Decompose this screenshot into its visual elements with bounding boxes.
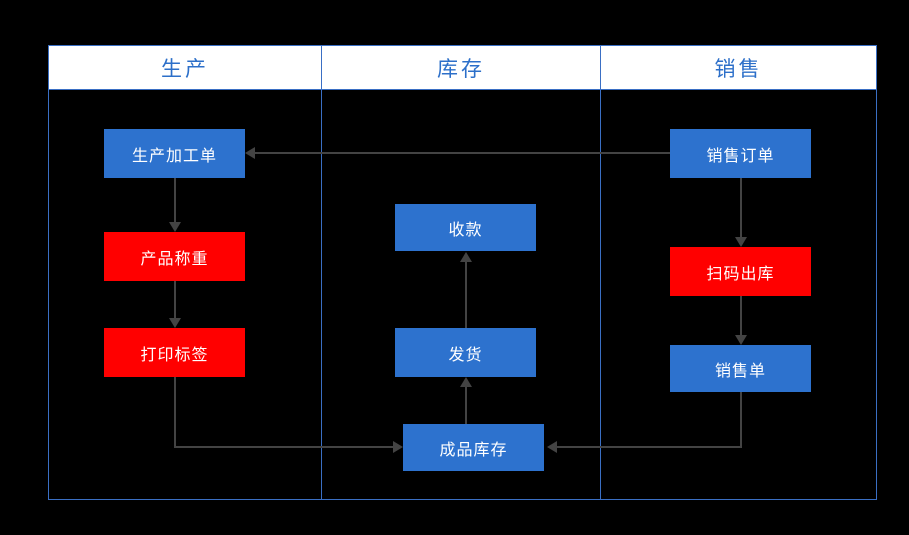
edge-sales-order-to-scan-outbound-arrow — [735, 237, 747, 247]
lane-divider-production-inventory — [321, 90, 322, 500]
node-scan-outbound[interactable]: 扫码出库 — [670, 247, 811, 296]
edge-finished-goods-to-shipment-arrow — [460, 377, 472, 387]
node-production-order[interactable]: 生产加工单 — [104, 129, 245, 178]
edge-scan-outbound-to-sales-receipt-arrow — [735, 335, 747, 345]
edge-finished-goods-to-shipment-line — [465, 386, 467, 424]
edge-print-label-to-finished-goods-vline — [174, 377, 176, 448]
edge-print-label-to-finished-goods-hline — [174, 446, 396, 448]
node-shipment[interactable]: 发货 — [395, 328, 536, 377]
edge-print-label-to-finished-goods-arrow — [393, 441, 403, 453]
edge-sales-order-to-scan-outbound-line — [740, 178, 742, 238]
edge-sales-receipt-to-finished-goods-hline — [557, 446, 742, 448]
node-payment[interactable]: 收款 — [395, 204, 536, 251]
swimlane-header-row: 生产 库存 销售 — [48, 45, 877, 90]
edge-product-weighing-to-print-label-arrow — [169, 318, 181, 328]
lane-header-sales: 销售 — [601, 46, 876, 89]
edge-sales-receipt-to-finished-goods-vline — [740, 392, 742, 448]
node-sales-order[interactable]: 销售订单 — [670, 129, 811, 178]
lane-header-inventory: 库存 — [322, 46, 601, 89]
edge-product-weighing-to-print-label-line — [174, 281, 176, 319]
edge-production-order-to-product-weighing-line — [174, 178, 176, 223]
node-sales-receipt[interactable]: 销售单 — [670, 345, 811, 392]
edge-sales-order-to-production-order-line — [252, 152, 670, 154]
edge-shipment-to-payment-line — [465, 261, 467, 328]
edge-sales-receipt-to-finished-goods-arrow — [547, 441, 557, 453]
lane-header-production: 生产 — [49, 46, 322, 89]
node-print-label[interactable]: 打印标签 — [104, 328, 245, 377]
node-product-weighing[interactable]: 产品称重 — [104, 232, 245, 281]
edge-shipment-to-payment-arrow — [460, 252, 472, 262]
lane-divider-inventory-sales — [600, 90, 601, 500]
edge-sales-order-to-production-order-arrow — [245, 147, 255, 159]
node-finished-goods[interactable]: 成品库存 — [403, 424, 544, 471]
edge-production-order-to-product-weighing-arrow — [169, 222, 181, 232]
edge-scan-outbound-to-sales-receipt-line — [740, 296, 742, 336]
